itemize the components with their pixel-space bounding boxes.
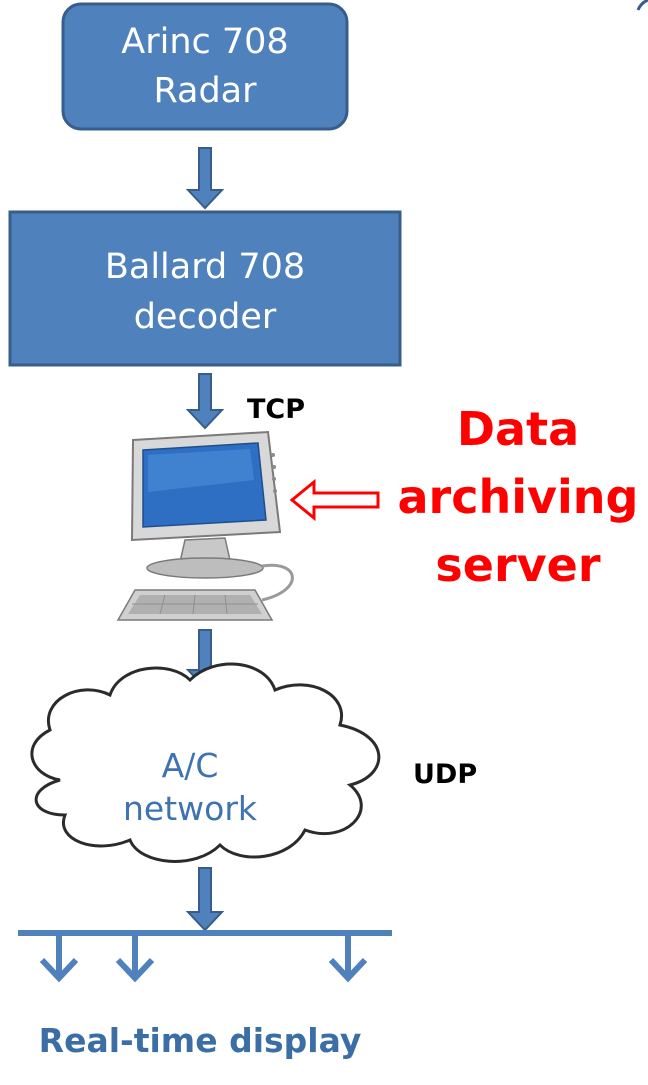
arrow-radar-to-decoder xyxy=(185,147,225,210)
desktop-computer-icon xyxy=(116,430,294,621)
arrow-network-to-bus xyxy=(185,867,225,932)
display-drop-arrow xyxy=(328,936,368,983)
network-cloud-label-line2: network xyxy=(123,789,258,828)
server-label-line2: archiving xyxy=(398,470,639,524)
hollow-left-arrow-icon xyxy=(289,478,380,522)
decoder-box-label-line1: Ballard 708 xyxy=(105,247,305,287)
decoder-box: Ballard 708 decoder xyxy=(8,210,402,367)
real-time-display-label: Real-time display xyxy=(39,1021,362,1060)
udp-label: UDP xyxy=(413,759,477,790)
server-label-line3: server xyxy=(435,538,600,592)
display-bus-line xyxy=(18,930,392,936)
display-drop-arrow xyxy=(39,936,79,983)
network-cloud: A/C network xyxy=(30,662,381,863)
network-cloud-label-line1: A/C xyxy=(162,746,219,785)
radar-box-label-line2: Radar xyxy=(153,71,257,111)
display-drop-arrow xyxy=(115,936,155,983)
decoder-box-label-line2: decoder xyxy=(134,297,277,337)
arrow-decoder-to-server xyxy=(185,373,225,430)
radar-box-label-line1: Arinc 708 xyxy=(121,22,288,62)
decorative-arc xyxy=(636,0,648,11)
radar-box: Arinc 708 Radar xyxy=(61,2,349,131)
tcp-label: TCP xyxy=(247,394,305,425)
server-label-line1: Data xyxy=(457,402,579,456)
